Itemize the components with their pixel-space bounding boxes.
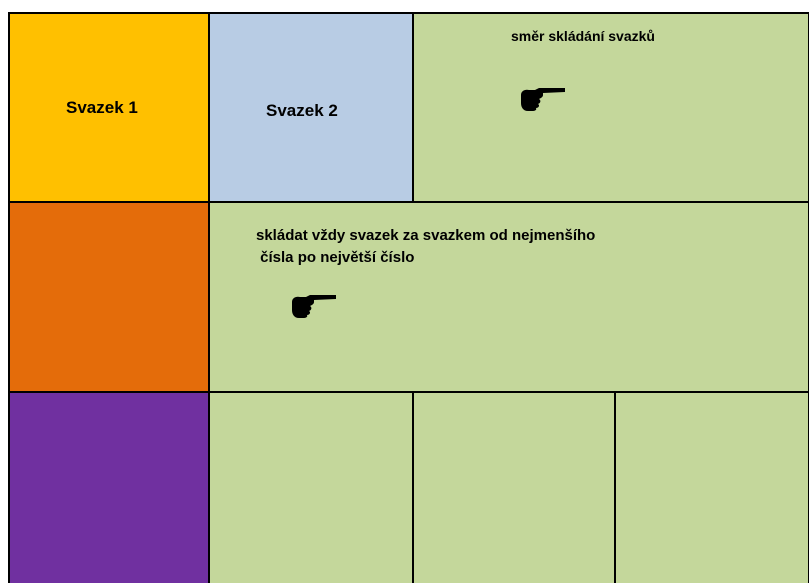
- pointing-hand-right-icon: [521, 88, 565, 111]
- bundle-1-cell: Svazek 1: [8, 12, 210, 203]
- empty-cell-2: [414, 393, 616, 583]
- direction-cell: směr skládání svazků: [414, 12, 809, 203]
- bundle-1-label: Svazek 1: [66, 98, 138, 117]
- empty-cell-1: [210, 393, 414, 583]
- purple-cell: [8, 393, 210, 583]
- instruction-line-1: skládat vždy svazek za svazkem od nejmen…: [256, 227, 596, 244]
- instruction-line-2: čísla po největší číslo: [256, 249, 415, 266]
- instruction-cell: skládat vždy svazek za svazkem od nejmen…: [210, 203, 809, 393]
- empty-cell-3: [616, 393, 809, 583]
- direction-label: směr skládání svazků: [511, 28, 655, 44]
- orange-cell: [8, 203, 210, 393]
- pointing-hand-right-icon: [292, 295, 336, 318]
- bundle-2-label: Svazek 2: [266, 101, 338, 120]
- bundle-2-cell: Svazek 2: [210, 12, 414, 203]
